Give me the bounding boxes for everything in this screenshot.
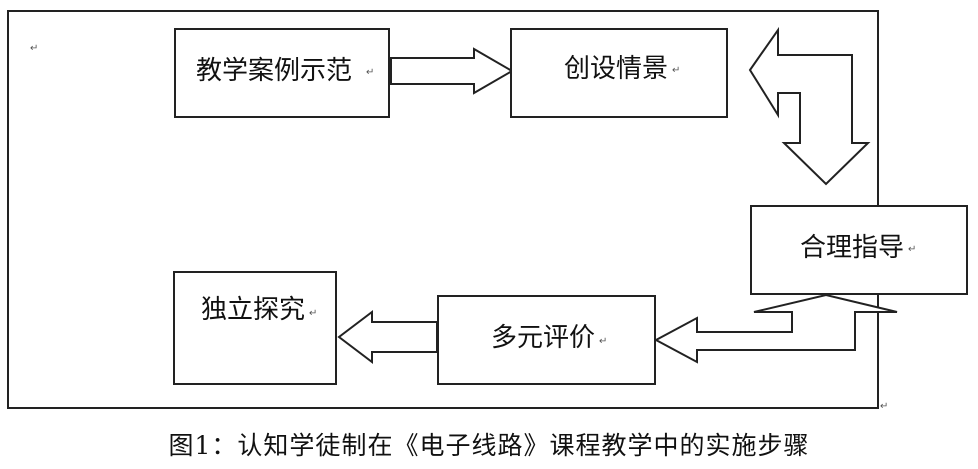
paragraph-mark: ↵ [599,336,608,347]
step-independent-inquiry-label: 独立探究 [201,295,306,325]
arrow-scenario-to-guidance [748,26,871,186]
step-independent-inquiry-box: 独立探究 ↵ [173,271,337,385]
step-create-scenario-label: 创设情景 [564,54,669,84]
step-diverse-evaluation-label: 多元评价 [491,323,596,353]
paragraph-mark: ↵ [880,401,889,412]
step-case-demo-label: 教学案例示范 [196,56,353,86]
paragraph-mark: ↵ [366,67,375,78]
figure-caption: 图1：认知学徒制在《电子线路》课程教学中的实施步骤 [168,431,810,460]
paragraph-mark: ↵ [908,244,917,255]
paragraph-mark: ↵ [30,43,39,54]
step-case-demo-box: 教学案例示范 ↵ [174,28,390,118]
paragraph-mark: ↵ [672,65,681,76]
step-reasonable-guidance-box: 合理指导 ↵ [750,205,968,295]
step-create-scenario-box: 创设情景 ↵ [510,28,728,118]
arrow-guidance-to-evaluation [653,293,898,364]
arrow-evaluation-to-inquiry [337,309,438,365]
arrow-demo-to-scenario [390,47,514,95]
step-diverse-evaluation-box: 多元评价 ↵ [437,295,656,385]
step-reasonable-guidance-label: 合理指导 [800,233,905,263]
paragraph-mark: ↵ [309,308,318,319]
